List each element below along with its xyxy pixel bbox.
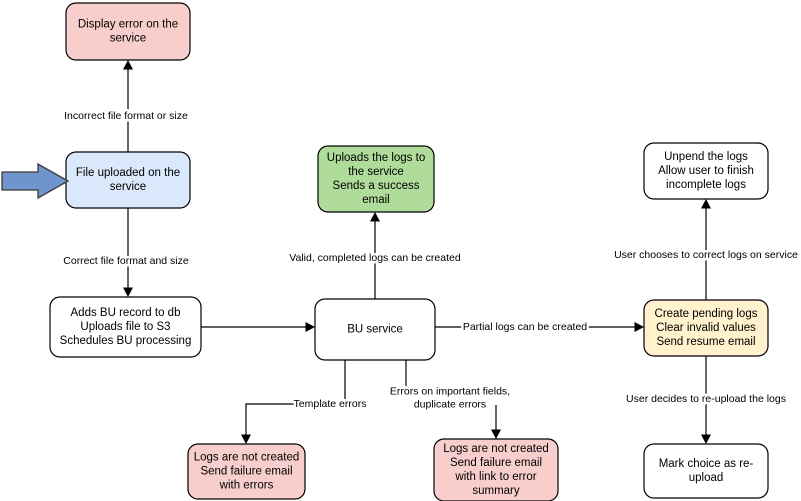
- edge-partial-logs-can-be-created-label: Partial logs can be created: [463, 321, 587, 333]
- create-pending-logs-node-shape[interactable]: [643, 299, 769, 357]
- edge-user-chooses-correct-logs-label: User chooses to correct logs on service: [614, 249, 798, 261]
- edge-correct-file-format-arrowhead: [123, 287, 133, 297]
- edge-valid-completed-logs: Valid, completed logs can be createdVali…: [287, 212, 463, 299]
- logs-not-created-with-errors-node-shape[interactable]: [187, 443, 306, 500]
- edge-template-errors-label: Template errors: [294, 398, 367, 410]
- edge-adds-record-to-bu-service: [201, 322, 315, 332]
- edge-incorrect-file-format-label-halo: Incorrect file format or size: [64, 110, 188, 122]
- edge-user-decides-reupload-label-halo: User decides to re-upload the logs: [626, 393, 786, 405]
- edge-template-errors-line: [245, 360, 346, 438]
- edge-adds-record-to-bu-service-arrowhead: [305, 322, 315, 332]
- edge-partial-logs-can-be-created-label-halo: Partial logs can be created: [463, 321, 587, 333]
- edge-partial-logs-can-be-created-arrowhead: [634, 322, 644, 332]
- edge-user-chooses-correct-logs-arrowhead: [701, 199, 711, 209]
- edge-correct-file-format-label: Correct file format and size: [63, 255, 189, 267]
- edge-user-decides-reupload-label: User decides to re-upload the logs: [626, 393, 786, 405]
- mark-choice-reupload-node[interactable]: Mark choice as re-upload: [643, 443, 769, 499]
- edge-template-errors-label-halo: Template errors: [294, 398, 367, 410]
- display-error-node-shape[interactable]: [65, 2, 191, 61]
- adds-bu-record-node-shape[interactable]: [49, 296, 202, 358]
- edge-valid-completed-logs-label: Valid, completed logs can be created: [289, 252, 461, 264]
- logs-not-created-with-summary-node-shape[interactable]: [433, 438, 559, 501]
- edge-valid-completed-logs-arrowhead: [370, 212, 380, 222]
- edge-user-decides-reupload-arrowhead: [701, 434, 711, 444]
- edge-template-errors-arrowhead: [241, 434, 251, 444]
- bu-service-node-label: BU service: [347, 324, 403, 336]
- bu-service-node[interactable]: BU service: [314, 298, 436, 361]
- file-uploaded-node-shape[interactable]: [65, 151, 191, 209]
- edge-incorrect-file-format-arrowhead: [123, 60, 133, 70]
- unpend-logs-node-shape[interactable]: [643, 142, 769, 200]
- edge-errors-important-fields-label: Errors on important fields,duplicate err…: [390, 385, 510, 410]
- input-block-arrow: [1, 162, 70, 200]
- mark-choice-reupload-node-shape[interactable]: [643, 443, 769, 499]
- edge-errors-important-fields-label-halo: Errors on important fields,duplicate err…: [390, 385, 510, 410]
- edge-errors-important-fields-line: [405, 360, 497, 433]
- edge-user-chooses-correct-logs-label-halo: User chooses to correct logs on service: [614, 249, 798, 261]
- edge-valid-completed-logs-label-halo: Valid, completed logs can be created: [289, 252, 461, 264]
- edge-errors-important-fields-arrowhead: [491, 429, 501, 439]
- edge-user-chooses-correct-logs: User chooses to correct logs on serviceU…: [612, 199, 801, 300]
- bu-service-node-shape[interactable]: [314, 298, 436, 361]
- edge-correct-file-format-label-halo: Correct file format and size: [63, 255, 189, 267]
- mark-choice-reupload-node-label: Mark choice as re-upload: [659, 458, 754, 484]
- edge-errors-important-fields: Errors on important fields,duplicate err…: [387, 360, 513, 439]
- uploads-logs-success-node-shape[interactable]: [317, 145, 435, 213]
- edge-incorrect-file-format-label: Incorrect file format or size: [64, 110, 188, 122]
